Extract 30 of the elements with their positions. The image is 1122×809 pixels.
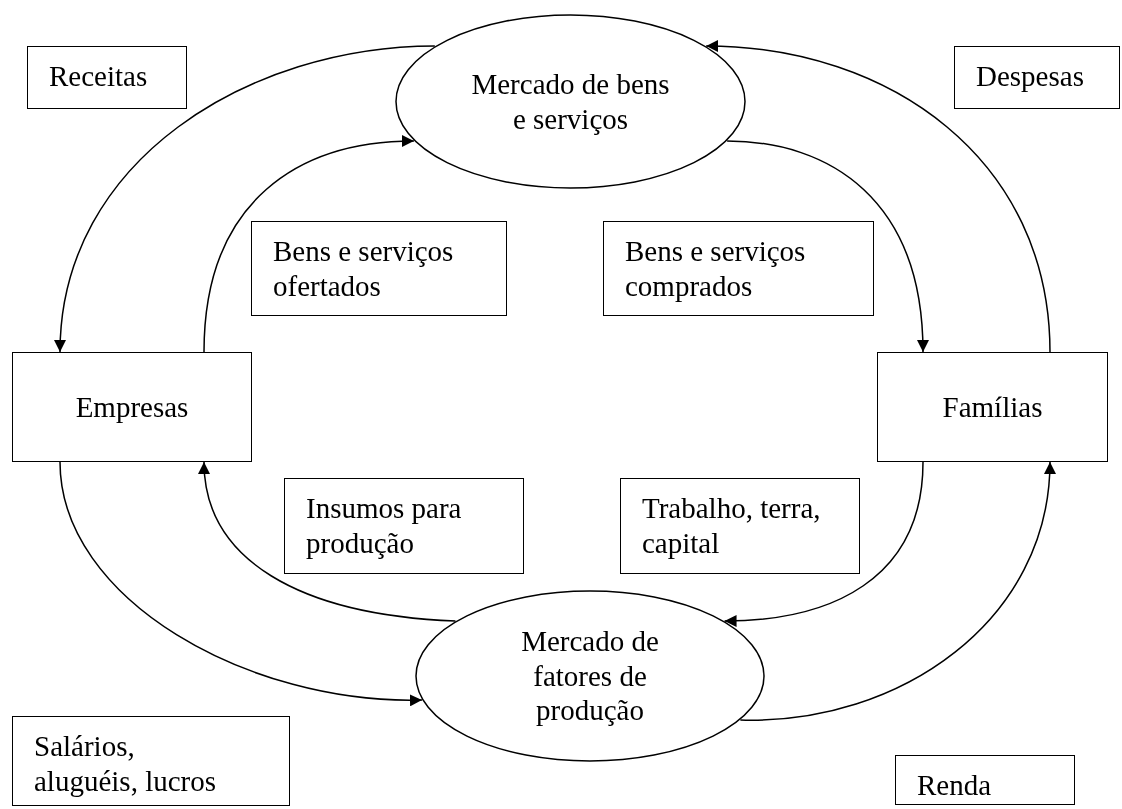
label-box [895,755,1075,805]
arrow [199,461,457,622]
node-text: Insumos para produção [306,491,463,561]
node-text: Empresas [75,389,189,425]
node-text: Salários, aluguéis, lucros [34,729,217,799]
arrow [59,461,423,706]
label-box [954,46,1120,109]
label-box [27,46,187,109]
arrow [203,135,415,353]
node-text: Mercado de fatores de produção [520,623,660,729]
node-text: Bens e serviços ofertados [273,234,455,304]
label-box [603,221,874,316]
arrow [705,40,1051,353]
label-box [284,478,524,574]
node-text: Trabalho, terra, capital [642,491,822,561]
arrow [739,461,1056,721]
label-box [12,716,290,806]
sector-box [12,352,252,462]
node-text: Mercado de bens e serviços [470,66,671,137]
node-text: Receitas [49,59,149,94]
sector-box [877,352,1108,462]
label-box [251,221,507,316]
node-text: Famílias [942,389,1043,425]
label-box [620,478,860,574]
node-text: Bens e serviços comprados [625,234,807,304]
arrow [55,45,436,353]
arrow [723,461,924,627]
arrow [726,140,929,353]
node-text: Renda [917,768,993,803]
node-text: Despesas [976,59,1085,94]
